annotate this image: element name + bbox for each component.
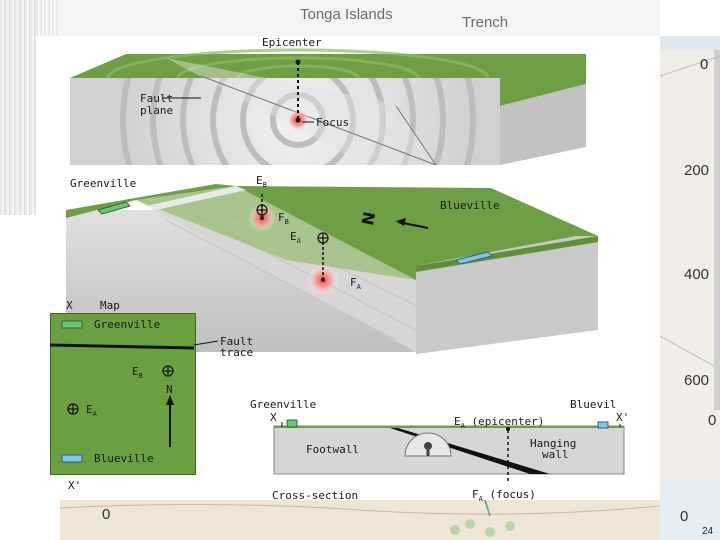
map-x-bottom: X' — [68, 479, 82, 492]
map-graphics — [50, 320, 219, 463]
cross-x-right: X' — [616, 411, 630, 424]
cross-section-caption: Cross-section — [272, 489, 359, 502]
cross-greenville-label: Greenville — [250, 398, 317, 411]
map-title: Map — [100, 299, 120, 312]
background-panel-right — [660, 36, 720, 500]
fault-plane-label-line1: Fault — [140, 92, 174, 105]
bottom-tick-left: 0 — [102, 506, 111, 523]
background-panel-bottom — [60, 500, 660, 540]
background-right-figure — [660, 36, 720, 410]
eb-block-label: EB — [256, 174, 267, 190]
map-north-label: N — [166, 383, 173, 396]
map-x-top: X — [66, 299, 73, 312]
background-panel-top — [60, 0, 660, 36]
blueville-block-label: Blueville — [440, 199, 500, 212]
greenville-block-label: Greenville — [70, 177, 137, 190]
focus-label: Focus — [316, 116, 350, 129]
map-blueville-label: Blueville — [94, 452, 154, 465]
cross-section-graphics — [273, 419, 625, 482]
map-ea-label: EA — [86, 403, 97, 419]
epicenter-block-diagram — [70, 48, 586, 166]
cross-blueville-label: Bluevil — [570, 398, 617, 411]
fault-block-diagram — [66, 184, 598, 354]
background-panel-bottom-right — [660, 480, 720, 540]
ea-block-label: EA — [290, 230, 301, 246]
cross-epicenter-label: EA (epicenter) — [454, 415, 545, 431]
bottom-tick-right: 0 — [680, 508, 689, 525]
hanging-wall-label-line1: Hanging — [530, 437, 577, 450]
cross-x-left: X — [270, 411, 277, 424]
depth-tick-0: 0 — [700, 56, 709, 73]
background-texture-strip — [0, 0, 36, 215]
slide-number: 24 — [702, 526, 714, 537]
footwall-label: Footwall — [306, 443, 359, 456]
fb-block-label: FB — [278, 211, 289, 227]
tonga-islands-label: Tonga Islands — [300, 6, 393, 23]
depth-tick-600: 600 — [684, 372, 710, 389]
background-texture-strip-2 — [36, 0, 60, 36]
hanging-wall-label-line2: wall — [542, 448, 569, 461]
epicenter-label: Epicenter — [262, 36, 322, 49]
map-fault-label-line1: Fault — [220, 335, 254, 348]
depth-tick-400: 400 — [684, 266, 710, 283]
map-eb-label: EB — [132, 365, 143, 381]
blueville-block-marker — [455, 251, 493, 265]
map-greenville-label: Greenville — [94, 318, 161, 331]
fault-plane-label-line2: plane — [140, 104, 174, 117]
map-fault-label-line2: trace — [220, 346, 254, 359]
background-bottom-figure — [60, 500, 660, 537]
cross-focus-label: FA (focus) — [472, 488, 536, 504]
trench-label: Trench — [462, 14, 509, 31]
map-panel — [50, 313, 196, 475]
depth-tick-0-lower: 0 — [708, 412, 717, 429]
fa-block-label: FA — [350, 276, 361, 292]
depth-tick-200: 200 — [684, 162, 710, 179]
greenville-block-marker — [97, 201, 131, 215]
